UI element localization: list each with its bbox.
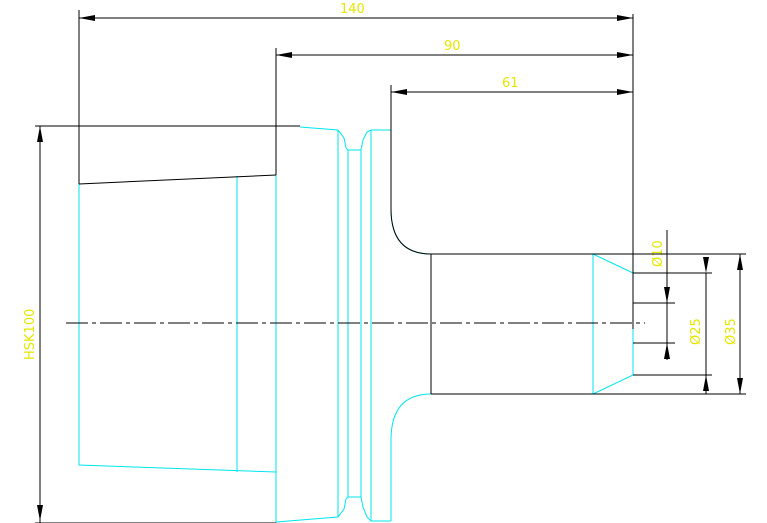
dimension-140: 140 [78, 2, 633, 184]
arrow-d10-bottom [664, 343, 670, 359]
arrow-hsk-top [37, 126, 43, 142]
dimension-d10: Ø10 [633, 230, 675, 360]
dim-text-d35: Ø35 [724, 318, 739, 345]
dimension-hsk: HSK100 [23, 126, 43, 523]
flange-chamfer-top [299, 126, 391, 151]
arrow-hsk-bottom [37, 505, 43, 521]
dimension-d25: Ø25 [633, 257, 712, 394]
hsk-taper-outline [78, 184, 277, 473]
part-geometry [78, 126, 634, 523]
dim-text-d25: Ø25 [689, 318, 704, 345]
arrow-90-right [617, 52, 633, 58]
arrow-d35-bottom [737, 378, 743, 394]
arrow-61-left [391, 89, 407, 95]
arrow-d10-top [664, 287, 670, 303]
fillet-black-top [390, 208, 432, 255]
arrow-d25-bottom [703, 375, 709, 391]
arrow-140-right [617, 15, 633, 21]
fillet-top [390, 208, 432, 255]
taper-top-edge [78, 174, 277, 185]
arrow-140-left [79, 15, 95, 21]
dimension-d35: Ø35 [593, 253, 746, 395]
arrow-d25-top [703, 257, 709, 273]
fillet-bottom [390, 393, 432, 441]
dim-text-61: 61 [502, 76, 519, 91]
nose-chamfer [592, 253, 634, 395]
dim-text-hsk: HSK100 [23, 309, 38, 360]
black-outlines [35, 14, 645, 523]
arrow-90-left [276, 52, 292, 58]
dimension-90: 90 [275, 39, 633, 175]
dimension-61: 61 [390, 76, 633, 126]
arrow-d35-top [737, 254, 743, 270]
dim-text-140: 140 [340, 2, 365, 17]
arrow-61-right [617, 89, 633, 95]
flange-chamfer-bottom [275, 496, 391, 523]
dim-text-90: 90 [444, 39, 461, 54]
